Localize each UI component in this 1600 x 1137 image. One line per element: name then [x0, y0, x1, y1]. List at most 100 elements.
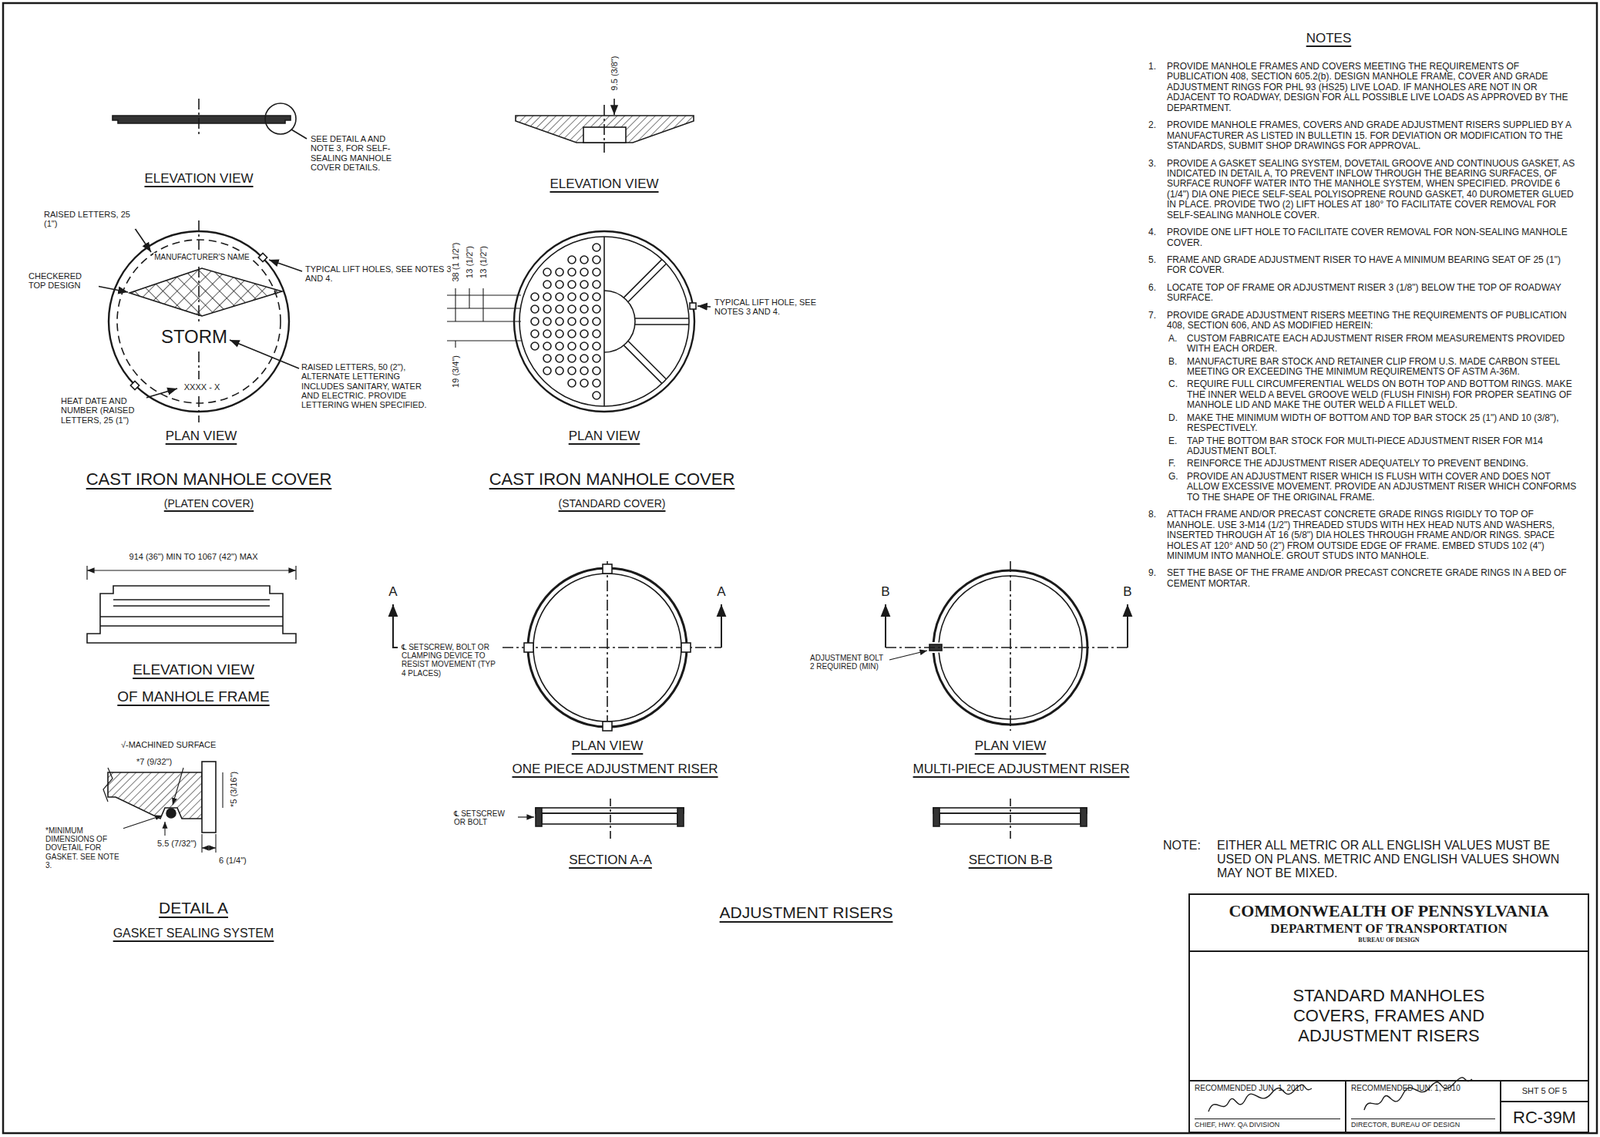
checker-bosses: [592, 243, 601, 252]
one-piece-riser: [535, 807, 684, 814]
multi-piece-riser: [885, 561, 1128, 841]
checker-bosses: [592, 292, 601, 301]
dimension-text: *5 (3/16"): [228, 770, 239, 808]
standard-cover: [455, 288, 484, 348]
gasket-detail: [172, 767, 184, 805]
multi-piece-riser: [1126, 604, 1129, 648]
manhole-frame: [87, 585, 296, 643]
standard-cover: [514, 231, 695, 412]
callout-label: XXXX - X: [183, 382, 221, 392]
checker-bosses: [580, 379, 589, 387]
drawing-art: [3, 3, 1597, 1133]
multi-piece-riser: [1080, 807, 1087, 827]
checker-bosses: [592, 391, 601, 400]
checker-bosses: [555, 354, 564, 363]
one-piece-riser: [720, 604, 723, 648]
note-text: REINFORCE THE ADJUSTMENT RISER ADEQUATEL…: [1186, 458, 1580, 469]
view-title: SECTION B-B: [968, 852, 1054, 868]
note-row: 6.LOCATE TOP OF FRAME OR ADJUSTMENT RISE…: [1148, 282, 1580, 304]
one-piece-riser: [393, 561, 722, 841]
note-number: D.: [1168, 413, 1187, 434]
checker-bosses: [592, 255, 601, 264]
callout-label: SEE DETAIL A AND NOTE 3, FOR SELF-SEALIN…: [309, 134, 411, 172]
standard-cover: [519, 236, 690, 407]
view-title: ELEVATION VIEW: [143, 171, 254, 186]
one-piece-riser: [602, 721, 612, 731]
one-piece-riser: [535, 807, 542, 827]
checker-bosses: [531, 342, 539, 350]
note-number: 6.: [1148, 282, 1167, 304]
checker-bosses: [543, 280, 552, 289]
view-title: OF MANHOLE FRAME: [116, 688, 270, 705]
gasket-detail: [164, 821, 165, 836]
gasket-detail: [221, 772, 223, 808]
view-title: DETAIL A: [157, 898, 229, 918]
note-number: 4.: [1148, 227, 1167, 249]
multi-piece-riser: [1009, 798, 1012, 841]
checker-bosses: [543, 366, 552, 375]
standard-cover: [635, 318, 690, 325]
checker-bosses: [592, 305, 601, 313]
callout-label: NOTE:: [1162, 838, 1202, 853]
checker-bosses: [580, 305, 589, 313]
view-title: PLAN VIEW: [568, 428, 642, 444]
note-number: 5.: [1148, 255, 1167, 276]
checker-bosses: [555, 305, 564, 313]
checker-bosses: [568, 329, 576, 338]
platen-cover: [130, 380, 139, 390]
checker-bosses: [531, 317, 539, 326]
one-piece-riser: [517, 816, 535, 817]
one-piece-riser: [541, 813, 678, 824]
checker-bosses: [568, 268, 576, 276]
note-row: E.TAP THE BOTTOM BAR STOCK FOR MULTI-PIE…: [1148, 436, 1580, 458]
callout-label: 5.5 (7/32"): [156, 838, 198, 848]
note-text: SET THE BASE OF THE FRAME AND/OR PRECAST…: [1166, 568, 1580, 589]
callout-label: 6 (1/4"): [218, 855, 248, 865]
platen-cover: [229, 339, 300, 369]
checker-bosses: [580, 292, 589, 301]
callout-label: *7 (9/32"): [135, 756, 173, 767]
checker-bosses: [592, 366, 601, 375]
cell-heading: RECOMMENDED JUN. 1, 2010: [1194, 1083, 1341, 1093]
checker-bosses: [555, 268, 564, 276]
manhole-frame: [87, 565, 296, 580]
note-row: 3.PROVIDE A GASKET SEALING SYSTEM, DOVET…: [1148, 158, 1580, 222]
view-title: ELEVATION VIEW: [131, 661, 256, 678]
checker-bosses: [543, 292, 552, 301]
callout-label: TYPICAL LIFT HOLE, SEE NOTES 3 AND 4.: [713, 297, 847, 317]
view-title: NOTES: [1305, 30, 1353, 46]
note-row: C.REQUIRE FULL CIRCUMFERENTIAL WELDS ON …: [1148, 379, 1580, 411]
title-block-cell: RECOMMENDED JUN. 1, 2010CHIEF, HWY. QA D…: [1188, 1079, 1347, 1133]
dimension-text: 9.5 (3/8"): [609, 55, 619, 92]
checker-bosses: [555, 366, 564, 375]
standard-cover: [447, 98, 711, 412]
callout-label: HEAT DATE AND NUMBER (RAISED LETTERS, 25…: [60, 396, 147, 425]
checker-bosses: [580, 317, 589, 326]
note-number: F.: [1168, 458, 1187, 469]
cell-heading: SHT 5 OF 5: [1501, 1081, 1588, 1101]
callout-label: B: [1122, 584, 1133, 599]
checker-bosses: [555, 329, 564, 338]
checker-bosses: [592, 379, 601, 387]
standard-cover: [613, 98, 616, 115]
checker-bosses: [543, 317, 552, 326]
checker-bosses: [580, 329, 589, 338]
checker-bosses: [592, 329, 601, 338]
checker-bosses: [531, 243, 601, 400]
view-title: PLAN VIEW: [164, 428, 239, 444]
gasket-detail: [201, 761, 216, 833]
dimension-text: 13 (1/2"): [478, 245, 488, 279]
callout-label: STORM: [160, 326, 229, 348]
sheet-border: [3, 3, 1597, 1133]
callout-label: RAISED LETTERS, 50 (2"), ALTERNATE LETTE…: [300, 362, 434, 411]
view-title: (STANDARD COVER): [557, 497, 667, 511]
standard-cover: [689, 302, 696, 310]
gasket-detail: [103, 767, 113, 802]
cell-text: BUREAU OF DESIGN: [1357, 936, 1419, 944]
platen-cover: [291, 129, 307, 139]
platen-cover: [268, 259, 303, 272]
note-number: 2.: [1148, 120, 1167, 152]
callout-label: *MINIMUM DIMENSIONS OF DOVETAIL FOR GASK…: [44, 826, 124, 870]
checker-bosses: [531, 305, 539, 313]
standard-cover: [697, 305, 711, 307]
